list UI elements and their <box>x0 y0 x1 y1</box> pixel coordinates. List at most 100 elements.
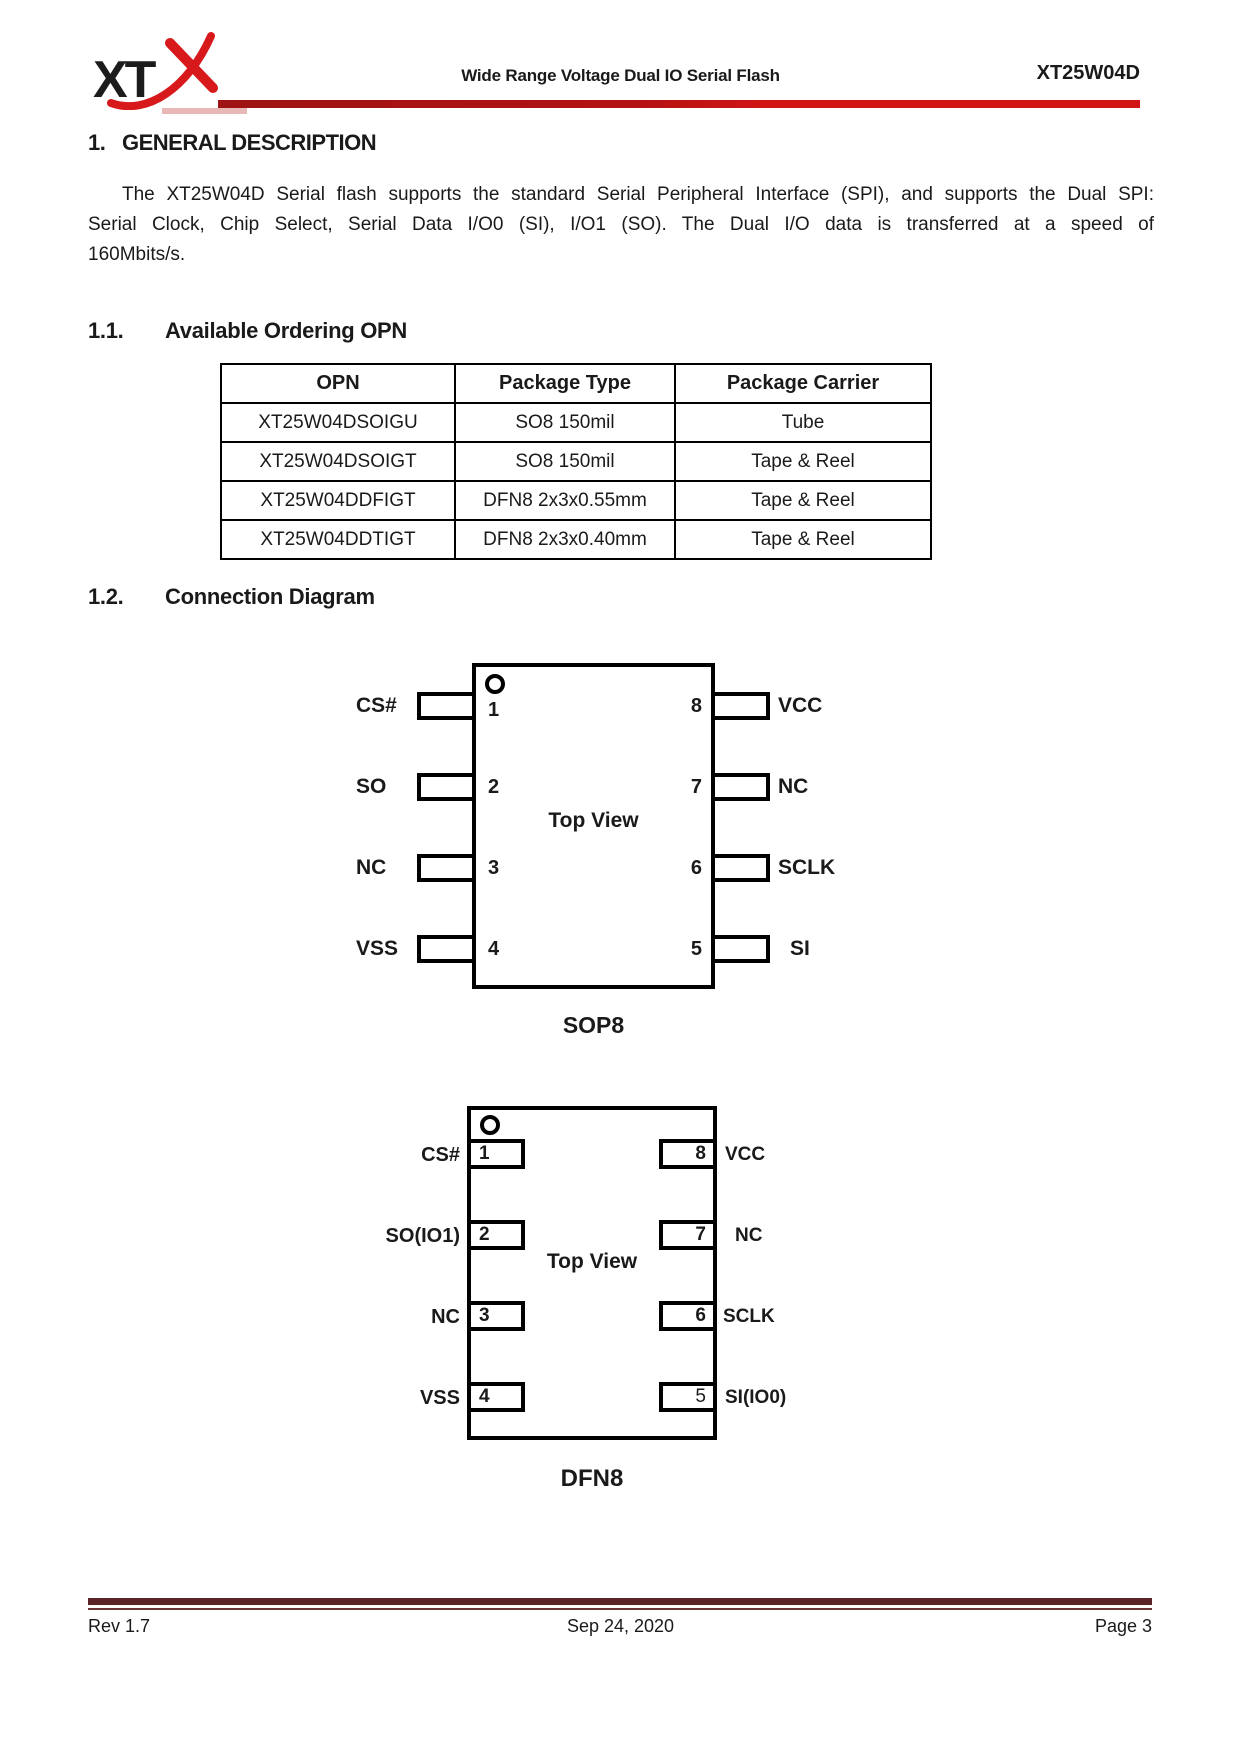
logo-red-x-leg <box>165 38 218 93</box>
description-paragraph-line-1: The XT25W04D Serial flash supports the s… <box>122 184 1154 205</box>
logo-letters: XT <box>93 51 157 109</box>
package-carrier-cell: Tape & Reel <box>674 519 932 560</box>
opn-cell: XT25W04DSOIGT <box>220 441 456 482</box>
header-rule-tail <box>162 108 247 114</box>
sop8-pin-lead <box>711 692 770 720</box>
package-type-cell: DFN8 2x3x0.40mm <box>454 519 676 560</box>
package-carrier-cell: Tape & Reel <box>674 441 932 482</box>
column-header-package-type: Package Type <box>454 363 676 404</box>
dfn8-pin-label: CS# <box>421 1144 460 1166</box>
xtx-logo: XT <box>93 32 218 110</box>
sop8-pin-number: 5 <box>690 938 702 960</box>
dfn8-pin-number: 3 <box>479 1305 490 1326</box>
dfn8-pin-number: 5 <box>695 1386 706 1407</box>
table-row: XT25W04DSOIGU SO8 150mil Tube <box>220 402 932 443</box>
sop8-pin-lead <box>711 935 770 963</box>
dfn8-pin-label: SO(IO1) <box>385 1225 460 1247</box>
package-carrier-cell: Tape & Reel <box>674 480 932 521</box>
dfn8-pin-pad <box>659 1382 717 1412</box>
dfn8-pin1-indicator-dot <box>480 1115 500 1135</box>
column-header-package-carrier: Package Carrier <box>674 363 932 404</box>
sop8-pin-lead <box>417 692 476 720</box>
table-header-row: OPN Package Type Package Carrier <box>220 363 932 404</box>
sop8-pin-label: NC <box>778 775 809 798</box>
sop8-pin-label: CS# <box>356 694 397 717</box>
dfn8-pin-label: NC <box>735 1225 763 1246</box>
opn-cell: XT25W04DDFIGT <box>220 480 456 521</box>
sop8-pin-label: VCC <box>778 694 823 717</box>
ordering-opn-table: OPN Package Type Package Carrier XT25W04… <box>220 363 932 560</box>
sop8-pin-number: 8 <box>690 695 702 717</box>
sop8-pin-lead <box>417 773 476 801</box>
document-title: Wide Range Voltage Dual IO Serial Flash <box>461 66 780 85</box>
footer-page-number: Page 3 <box>1094 1616 1152 1636</box>
section-1-1-heading: 1.1. Available Ordering OPN <box>88 318 407 344</box>
footer-rule-thin <box>88 1608 1152 1610</box>
sop8-pin-number: 6 <box>690 857 702 879</box>
footer-date: Sep 24, 2020 <box>566 1616 675 1636</box>
sop8-pin-lead <box>417 935 476 963</box>
sop8-pin-label: NC <box>356 856 387 879</box>
dfn8-pin-number: 4 <box>479 1386 490 1407</box>
sop8-pin-lead <box>417 854 476 882</box>
section-1-2-heading: 1.2. Connection Diagram <box>88 584 375 610</box>
sop8-chip-body <box>472 663 715 989</box>
sop8-pin-label: SI <box>790 937 810 960</box>
dfn8-pin-pad <box>467 1139 525 1169</box>
dfn8-pin-pad <box>467 1220 525 1250</box>
dfn8-pin-label: VSS <box>419 1387 460 1409</box>
dfn8-pin-pad <box>467 1301 525 1331</box>
sop8-pin-label: SCLK <box>778 856 836 879</box>
package-carrier-cell: Tube <box>674 402 932 443</box>
dfn8-pin-label: VCC <box>725 1144 766 1165</box>
sop8-pin-number: 1 <box>488 699 500 721</box>
header-rule <box>218 100 1140 108</box>
table-row: XT25W04DDFIGT DFN8 2x3x0.55mm Tape & Ree… <box>220 480 932 521</box>
table-row: XT25W04DSOIGT SO8 150mil Tape & Reel <box>220 441 932 482</box>
sop8-pin-number: 2 <box>488 776 500 798</box>
footer-revision: Rev 1.7 <box>88 1616 151 1636</box>
opn-cell: XT25W04DSOIGU <box>220 402 456 443</box>
dfn8-pin-number: 8 <box>695 1143 706 1164</box>
column-header-opn: OPN <box>220 363 456 404</box>
description-paragraph-line-2: Serial Clock, Chip Select, Serial Data I… <box>88 214 1154 235</box>
sop8-pin-lead <box>711 854 770 882</box>
dfn8-caption: DFN8 <box>560 1465 624 1492</box>
logo-swoosh <box>107 32 215 110</box>
sop8-pin-number: 3 <box>488 857 500 879</box>
section-1-2-number: 1.2. <box>88 584 124 609</box>
sop8-pin-number: 7 <box>690 776 702 798</box>
sop8-pin-label: SO <box>356 775 387 798</box>
package-type-cell: DFN8 2x3x0.55mm <box>454 480 676 521</box>
opn-cell: XT25W04DDTIGT <box>220 519 456 560</box>
section-1-1-number: 1.1. <box>88 318 124 343</box>
sop8-caption: SOP8 <box>562 1012 625 1038</box>
dfn8-pin-pad <box>659 1301 717 1331</box>
package-type-cell: SO8 150mil <box>454 402 676 443</box>
dfn8-pin-pad <box>467 1382 525 1412</box>
sop8-pin1-indicator-dot <box>485 674 505 694</box>
section-1-title: GENERAL DESCRIPTION <box>122 130 377 155</box>
dfn8-pin-label: SCLK <box>723 1306 775 1327</box>
dfn8-pin-number: 7 <box>695 1224 706 1245</box>
dfn8-pin-number: 1 <box>479 1143 490 1164</box>
package-type-cell: SO8 150mil <box>454 441 676 482</box>
dfn8-pin-number: 6 <box>695 1305 706 1326</box>
table-row: XT25W04DDTIGT DFN8 2x3x0.40mm Tape & Ree… <box>220 519 932 560</box>
sop8-pin-label: VSS <box>356 937 399 960</box>
dfn8-pin-pad <box>659 1139 717 1169</box>
section-1-1-title: Available Ordering OPN <box>165 318 407 343</box>
dfn8-top-view-label: Top View <box>546 1250 638 1273</box>
dfn8-pin-pad <box>659 1220 717 1250</box>
dfn8-pin-label: NC <box>431 1306 460 1328</box>
sop8-pin-number: 4 <box>488 938 500 960</box>
section-1-2-title: Connection Diagram <box>165 584 375 609</box>
footer-rule <box>88 1598 1152 1605</box>
sop8-pin-lead <box>711 773 770 801</box>
section-1-number: 1. <box>88 130 106 155</box>
dfn8-pin-label: SI(IO0) <box>725 1387 787 1408</box>
description-paragraph-line-3: 160Mbits/s. <box>88 244 186 265</box>
dfn8-pin-number: 2 <box>479 1224 490 1245</box>
part-number: XT25W04D <box>1036 62 1140 84</box>
